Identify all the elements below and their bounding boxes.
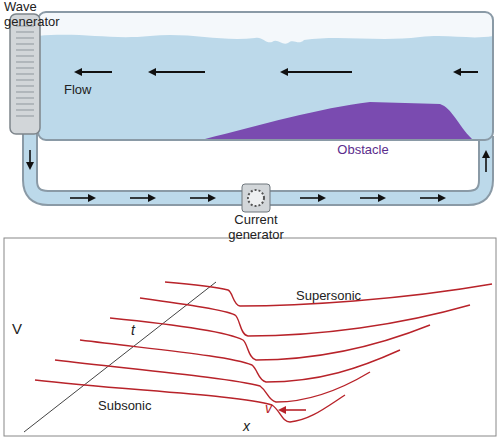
node-label: Wave generator: [4, 0, 68, 30]
regime-label: Supersonic: [296, 288, 361, 303]
node-label: Obstacle: [318, 143, 408, 158]
regime-label: Subsonic: [98, 398, 151, 413]
velocity-arrow: [280, 409, 306, 411]
flow-label: Flow: [64, 82, 91, 97]
tank-wall: [38, 12, 493, 140]
axis-label: t: [131, 322, 135, 338]
wave-generator-box: [10, 14, 40, 134]
plot-frame: [4, 238, 496, 436]
tank-air: [38, 12, 493, 140]
node-label: Current generator: [218, 213, 294, 243]
velocity-label: v: [265, 400, 272, 416]
grille: [16, 26, 34, 116]
axis-label: x: [243, 418, 250, 434]
axis-label: V: [12, 320, 22, 337]
wave-generator: Wave generator: [4, 0, 68, 32]
flow-arrows: [76, 71, 478, 73]
current-generator: Current generator: [218, 213, 294, 245]
obstacle: Obstacle: [318, 143, 408, 160]
wave-profiles: [35, 282, 492, 422]
water: [38, 35, 493, 140]
